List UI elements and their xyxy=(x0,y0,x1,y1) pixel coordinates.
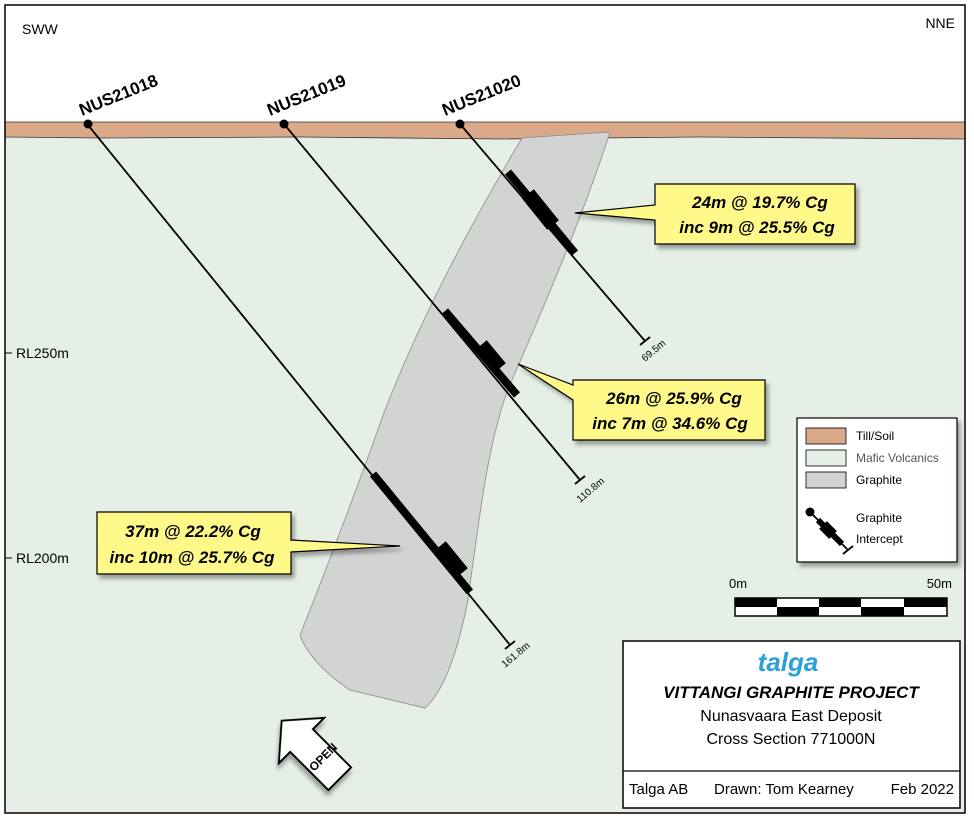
title-block-frame xyxy=(622,640,961,809)
end-of-hole-tick xyxy=(639,336,651,346)
callout-line2: inc 9m @ 25.5% Cg xyxy=(679,218,835,237)
legend-label-mafic-volcanics: Mafic Volcanics xyxy=(856,451,939,465)
callout-nus21020: 24m @ 19.7% Cg inc 9m @ 25.5% Cg xyxy=(574,183,856,245)
sub-intercept-bar xyxy=(475,340,506,373)
talga-logo: talga xyxy=(758,647,819,677)
outer-frame xyxy=(4,4,966,814)
open-arrow-shape xyxy=(277,716,353,792)
title-block: talga VITTANGI GRAPHITE PROJECT Nunasvaa… xyxy=(622,640,961,809)
orientation-right: NNE xyxy=(925,15,955,31)
callout-line1: 37m @ 22.2% Cg xyxy=(125,522,261,541)
drill-hole-nus21019 xyxy=(279,119,586,485)
callout-nus21019: 26m @ 25.9% Cg inc 7m @ 34.6% Cg xyxy=(517,363,766,441)
legend-intercept-symbol xyxy=(805,507,854,555)
callout-line2: inc 7m @ 34.6% Cg xyxy=(592,414,748,433)
legend-label-intercept-2: Intercept xyxy=(856,532,903,546)
scale-end-label: 50m xyxy=(927,576,952,591)
sub-intercept-bar xyxy=(434,541,468,578)
date: Feb 2022 xyxy=(891,781,954,798)
drill-trace xyxy=(283,123,581,481)
scale-bar: 0m 50m xyxy=(729,576,952,617)
end-of-hole-tick xyxy=(504,640,516,650)
company-name: Talga AB xyxy=(629,781,688,798)
callout-line2: inc 10m @ 25.7% Cg xyxy=(110,548,276,567)
deposit-name: Nunasvaara East Deposit xyxy=(700,708,882,725)
open-arrow xyxy=(277,716,353,792)
legend: Till/Soil Mafic Volcanics Graphite Graph… xyxy=(796,417,958,563)
drill-trace xyxy=(459,123,646,342)
legend-label-intercept-1: Graphite xyxy=(856,511,902,525)
callout-line1: 24m @ 19.7% Cg xyxy=(691,193,828,212)
collar-marker xyxy=(279,119,289,129)
callout-nus21018: 37m @ 22.2% Cg inc 10m @ 25.7% Cg xyxy=(96,511,401,575)
till-soil-layer xyxy=(4,121,966,140)
collar-marker xyxy=(83,119,93,129)
drill-hole-nus21020 xyxy=(455,119,651,346)
callout-line1: 26m @ 25.9% Cg xyxy=(605,389,742,408)
collar-marker xyxy=(455,119,465,129)
callout-box xyxy=(574,183,856,245)
end-of-hole-tick xyxy=(574,475,586,485)
elevation-label-250: RL250m xyxy=(16,345,69,361)
project-title: VITTANGI GRAPHITE PROJECT xyxy=(663,683,920,702)
legend-label-till-soil: Till/Soil xyxy=(856,429,894,443)
legend-swatch-till-soil xyxy=(805,427,847,445)
callout-box xyxy=(517,363,766,441)
drill-hole-nus21018 xyxy=(83,119,516,650)
scale-start-label: 0m xyxy=(729,576,747,591)
callout-box xyxy=(96,511,401,575)
graphite-body xyxy=(299,131,611,709)
legend-swatch-graphite xyxy=(805,471,847,489)
section-name: Cross Section 771000N xyxy=(707,731,876,748)
elevation-label-200: RL200m xyxy=(16,550,69,566)
orientation-left: SWW xyxy=(22,21,59,37)
legend-label-graphite: Graphite xyxy=(856,473,902,487)
drawn-by: Drawn: Tom Kearney xyxy=(714,781,854,798)
sky-area xyxy=(5,5,965,123)
legend-swatch-mafic-volcanics xyxy=(805,449,847,467)
sub-intercept-bar xyxy=(522,189,559,230)
